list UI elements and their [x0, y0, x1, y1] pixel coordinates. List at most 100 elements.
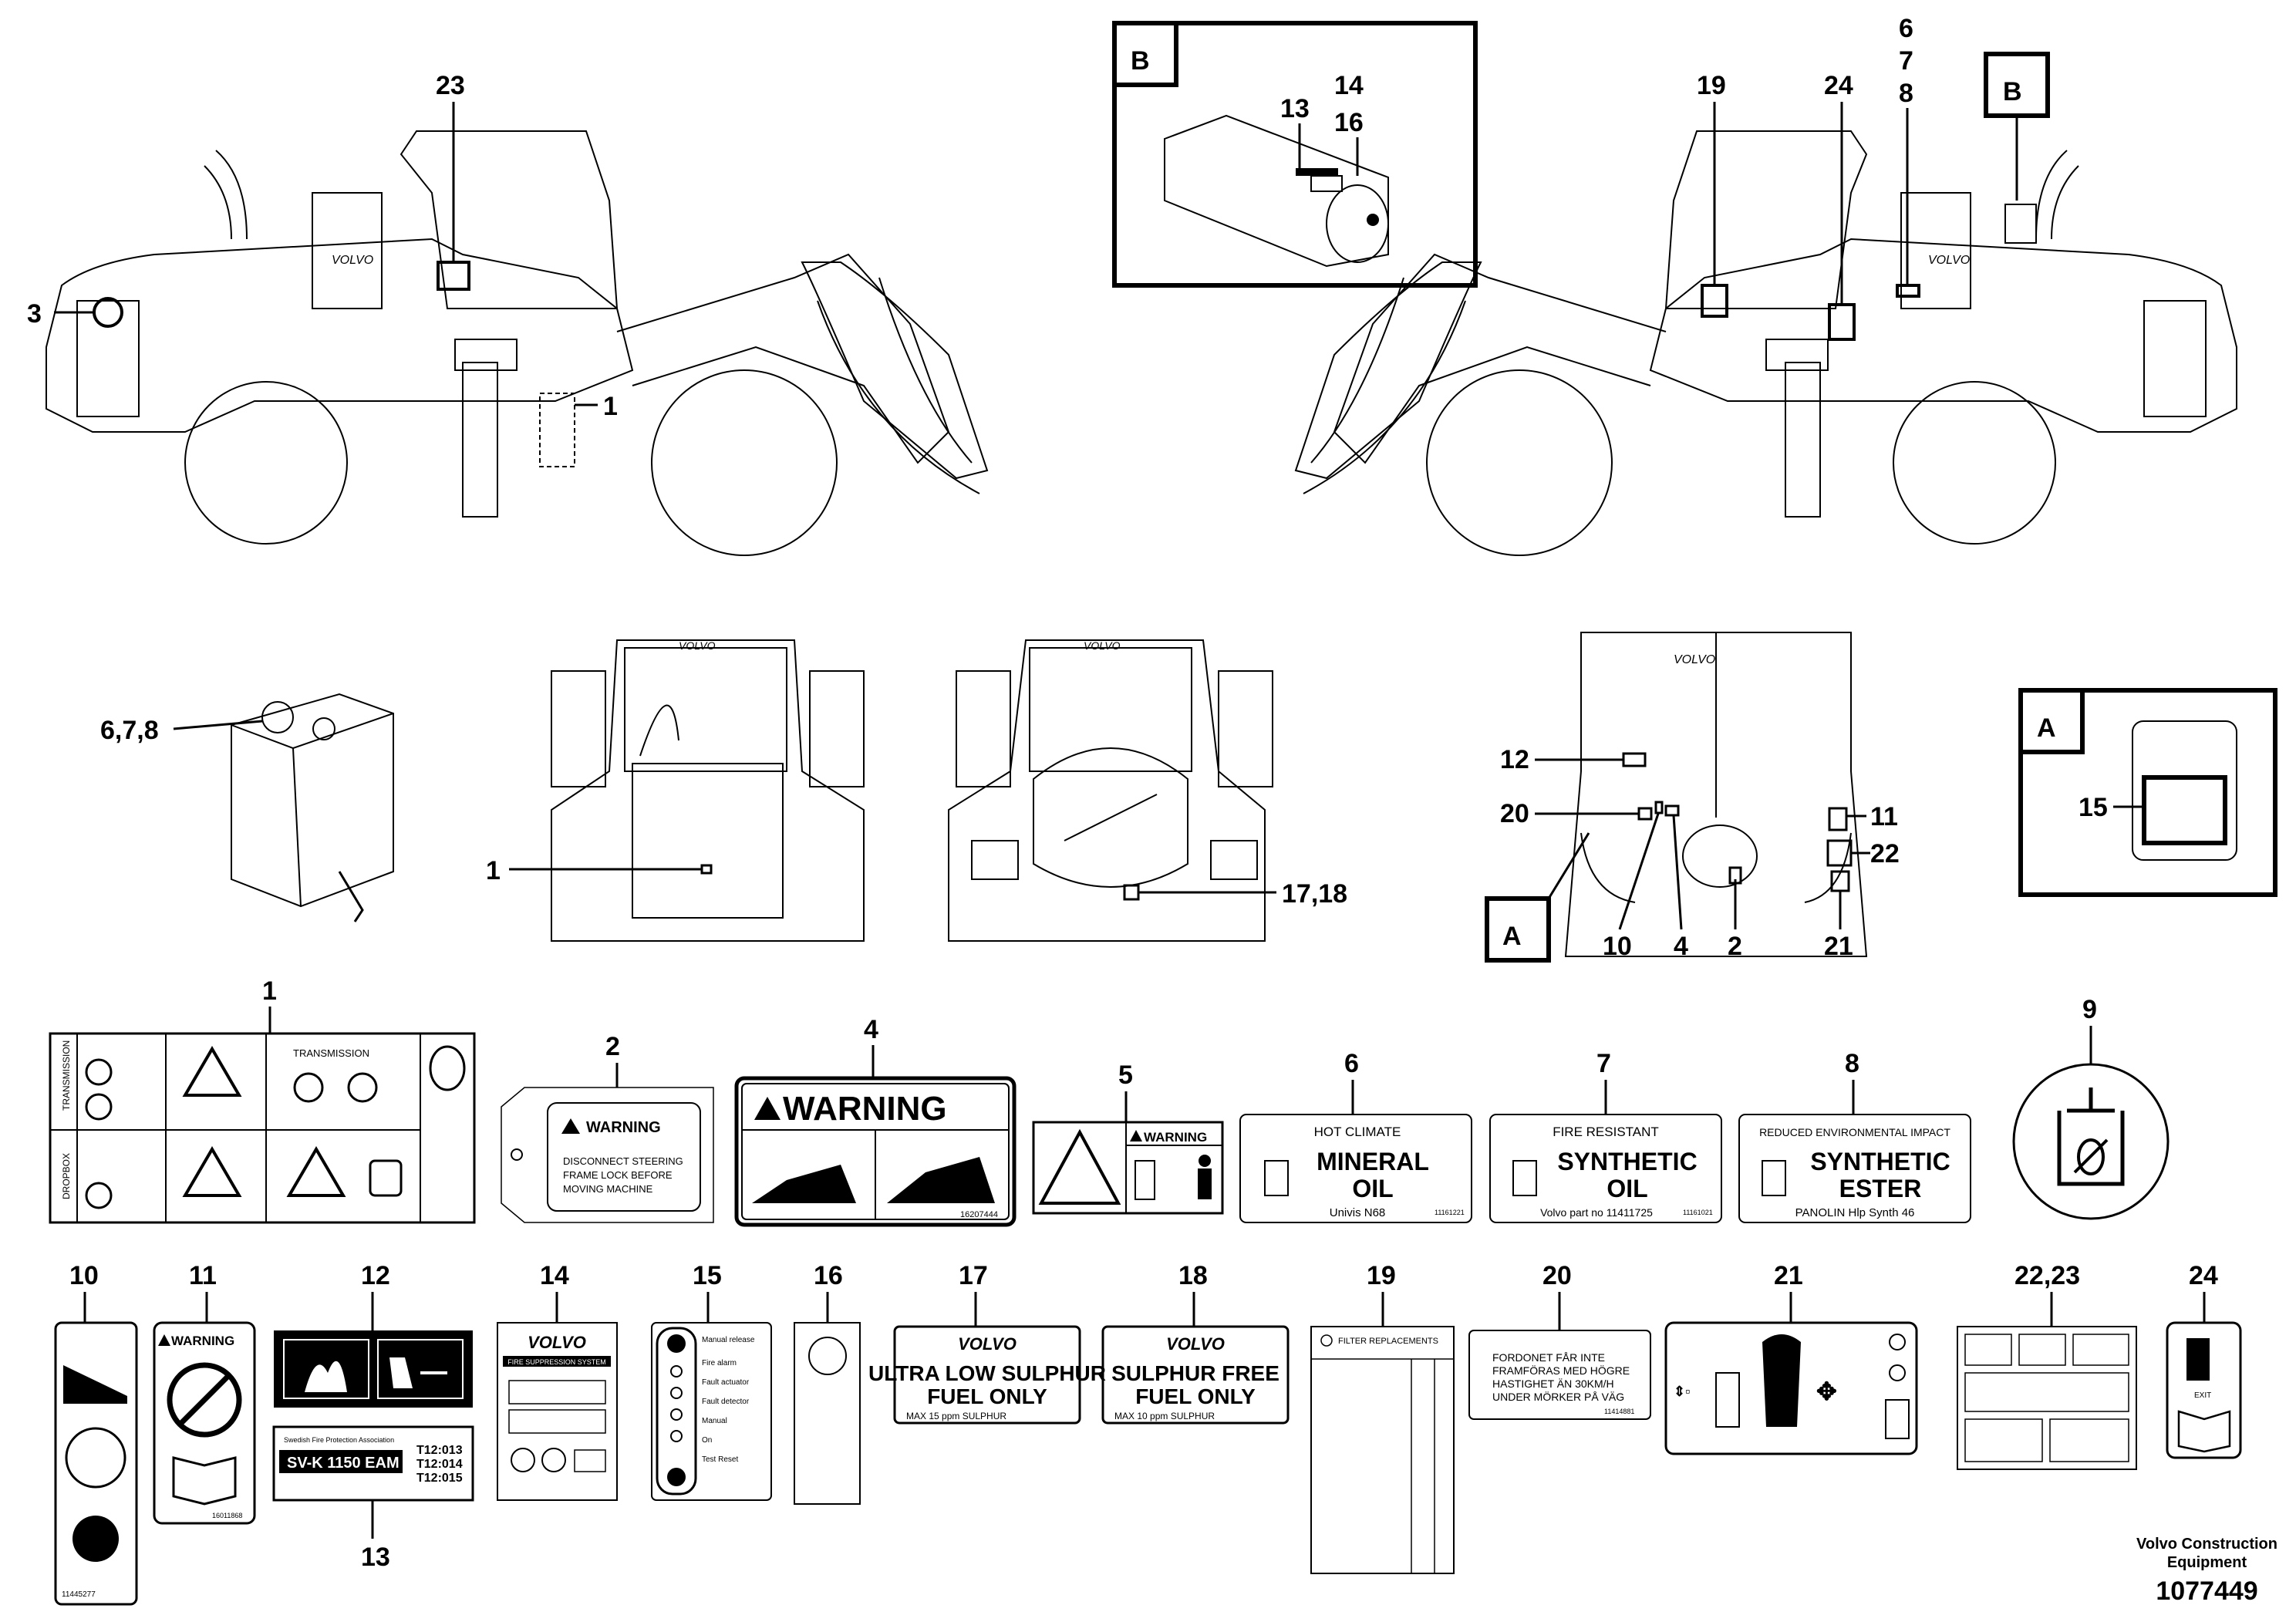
decal-6: 6 HOT CLIMATE MINERAL OIL Univis N68 111… [1239, 1049, 1472, 1223]
svg-text:10: 10 [1603, 932, 1632, 961]
svg-text:FIRE SUPPRESSION SYSTEM: FIRE SUPPRESSION SYSTEM [507, 1358, 606, 1366]
callout-6-7-8-stack: 6 7 8 [1896, 14, 1920, 298]
svg-text:13: 13 [361, 1543, 390, 1572]
svg-text:14: 14 [540, 1261, 569, 1290]
svg-text:ULTRA LOW SULPHUR: ULTRA LOW SULPHUR [868, 1361, 1106, 1385]
svg-text:12: 12 [1500, 745, 1529, 774]
svg-text:MOVING MACHINE: MOVING MACHINE [563, 1183, 653, 1195]
svg-text:20: 20 [1500, 799, 1529, 828]
decal-20: 20 FORDONET FÅR INTE FRAMFÖRAS MED HÖGRE… [1468, 1261, 1651, 1420]
svg-text:2: 2 [605, 1032, 620, 1061]
svg-text:SYNTHETIC: SYNTHETIC [1557, 1148, 1697, 1175]
svg-text:FRAME LOCK BEFORE: FRAME LOCK BEFORE [563, 1169, 673, 1181]
svg-text:EXIT: EXIT [2194, 1391, 2211, 1400]
svg-text:21: 21 [1774, 1261, 1803, 1290]
svg-text:B: B [1131, 46, 1150, 76]
svg-text:A: A [2037, 713, 2056, 743]
svg-text:3: 3 [27, 299, 42, 329]
svg-text:14: 14 [1334, 71, 1364, 100]
svg-text:FILTER REPLACEMENTS: FILTER REPLACEMENTS [1338, 1337, 1438, 1346]
svg-text:1: 1 [262, 976, 277, 1006]
svg-text:OIL: OIL [1352, 1175, 1393, 1202]
decal-17: 17 VOLVO ULTRA LOW SULPHUR FUEL ONLY MAX… [868, 1261, 1106, 1425]
svg-text:TRANSMISSION: TRANSMISSION [293, 1047, 369, 1059]
svg-text:6,7,8: 6,7,8 [100, 716, 159, 745]
footer-line-2: Equipment [2166, 1554, 2247, 1571]
decal-4: 4 WARNING 16207444 [734, 1015, 1017, 1227]
decal-9: 9 [2012, 995, 2170, 1220]
svg-text:Univis N68: Univis N68 [1330, 1206, 1386, 1219]
svg-text:1: 1 [603, 392, 618, 421]
brand-mark-right: VOLVO [1928, 254, 1970, 267]
svg-text:22: 22 [1870, 839, 1900, 868]
svg-text:SYNTHETIC: SYNTHETIC [1810, 1148, 1950, 1175]
callout-3: 3 [27, 297, 123, 329]
callout-1-rear: 1 [486, 856, 702, 885]
svg-text:11: 11 [189, 1261, 217, 1290]
svg-text:FUEL ONLY: FUEL ONLY [1135, 1384, 1256, 1408]
decal-5: 5 WARNING [1032, 1061, 1224, 1215]
svg-text:22,23: 22,23 [2014, 1261, 2080, 1290]
decal-12: 12 [274, 1261, 473, 1408]
decal-1: 1 TRANSMISSION DROPBOX TRANSMISSION [49, 976, 476, 1224]
svg-text:WARNING: WARNING [586, 1119, 661, 1136]
decal-14: 14 VOLVO FIRE SUPPRESSION SYSTEM [497, 1261, 618, 1501]
detail-a-box: A 15 [2018, 688, 2277, 897]
svg-text:Fault detector: Fault detector [702, 1398, 750, 1406]
svg-text:Volvo part no 11411725: Volvo part no 11411725 [1540, 1206, 1653, 1219]
decal-16: 16 [794, 1261, 861, 1505]
svg-text:21: 21 [1824, 932, 1853, 961]
svg-text:T12:014: T12:014 [416, 1458, 463, 1471]
svg-text:6: 6 [1344, 1049, 1359, 1078]
svg-text:4: 4 [1674, 932, 1688, 961]
svg-text:19: 19 [1367, 1261, 1396, 1290]
decal-10: 10 11445277 [54, 1261, 138, 1606]
brand-mark-left: VOLVO [332, 254, 373, 267]
svg-text:TRANSMISSION: TRANSMISSION [61, 1040, 72, 1111]
svg-text:17,18: 17,18 [1282, 879, 1347, 909]
svg-text:16: 16 [1334, 108, 1364, 137]
svg-text:Manual release: Manual release [702, 1336, 755, 1344]
svg-text:11: 11 [1870, 802, 1898, 831]
svg-text:7: 7 [1899, 46, 1913, 76]
svg-text:ESTER: ESTER [1839, 1175, 1922, 1202]
svg-text:6: 6 [1899, 14, 1913, 43]
svg-text:OIL: OIL [1607, 1175, 1647, 1202]
svg-text:8: 8 [1845, 1049, 1859, 1078]
svg-text:Test Reset: Test Reset [702, 1455, 738, 1464]
svg-text:⇕▫: ⇕▫ [1674, 1384, 1690, 1399]
detail-b-box: B 13 14 16 [1112, 21, 1478, 288]
svg-text:T12:015: T12:015 [416, 1472, 463, 1485]
svg-text:A: A [1502, 922, 1522, 951]
footer: Volvo Construction Equipment 1077449 [2136, 1535, 2277, 1607]
loader-right-side-view [1294, 130, 2237, 556]
callout-23: 23 [436, 71, 470, 291]
svg-text:HOT CLIMATE: HOT CLIMATE [1314, 1125, 1401, 1139]
decal-8: 8 REDUCED ENVIRONMENTAL IMPACT SYNTHETIC… [1738, 1049, 1971, 1223]
brand-mark-front: VOLVO [1084, 639, 1121, 652]
svg-text:FUEL ONLY: FUEL ONLY [927, 1384, 1047, 1408]
svg-text:8: 8 [1899, 79, 1913, 108]
svg-text:16207444: 16207444 [960, 1210, 998, 1219]
svg-text:WARNING: WARNING [783, 1090, 947, 1128]
svg-text:SV-K 1150 EAM: SV-K 1150 EAM [287, 1455, 400, 1472]
svg-text:PANOLIN Hlp Synth 46: PANOLIN Hlp Synth 46 [1795, 1206, 1915, 1219]
svg-text:7: 7 [1596, 1049, 1611, 1078]
svg-text:11161021: 11161021 [1683, 1209, 1713, 1216]
svg-text:VOLVO: VOLVO [958, 1334, 1017, 1354]
svg-text:4: 4 [864, 1015, 878, 1044]
svg-text:UNDER MÖRKER PÅ VÄG: UNDER MÖRKER PÅ VÄG [1492, 1390, 1624, 1403]
decal-11: 11 WARNING 16011868 [153, 1261, 256, 1525]
svg-text:MINERAL: MINERAL [1317, 1148, 1429, 1175]
svg-text:✥: ✥ [1816, 1378, 1837, 1405]
footer-line-1: Volvo Construction [2136, 1536, 2277, 1553]
svg-text:SULPHUR FREE: SULPHUR FREE [1111, 1361, 1279, 1385]
svg-text:1: 1 [486, 856, 501, 885]
svg-text:15: 15 [2079, 793, 2108, 822]
svg-text:16: 16 [814, 1261, 843, 1290]
svg-text:REDUCED ENVIRONMENTAL IMPACT: REDUCED ENVIRONMENTAL IMPACT [1759, 1126, 1950, 1138]
svg-text:11445277: 11445277 [62, 1590, 96, 1599]
svg-text:12: 12 [361, 1261, 390, 1290]
svg-text:18: 18 [1178, 1261, 1208, 1290]
